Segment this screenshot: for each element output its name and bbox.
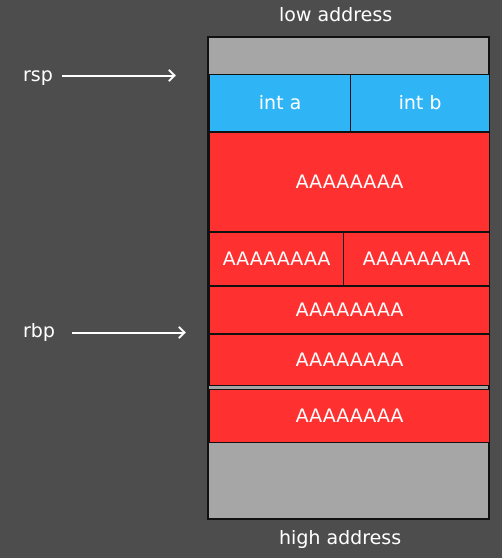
stack-cell-buffer: AAAAAAAA [209,132,490,232]
rbp-label: rbp [23,320,55,342]
rsp-label: rsp [23,64,53,86]
rbp-arrow-icon [72,332,183,334]
stack-cell-int-a: int a [209,74,351,132]
stack-cell-after-rbp: AAAAAAAA [209,334,490,386]
low-address-label: low address [279,4,393,26]
stack-cell-last: AAAAAAAA [209,389,490,443]
stack-cell-split-right: AAAAAAAA [343,232,490,286]
high-address-label: high address [279,527,402,549]
rsp-arrow-icon [62,75,173,77]
stack-cell-int-b: int b [350,74,490,132]
stack-cell-rbp: AAAAAAAA [209,286,490,334]
stack-cell-split-left: AAAAAAAA [209,232,344,286]
stack-frame: int a int b AAAAAAAA AAAAAAAA AAAAAAAA A… [207,36,490,520]
